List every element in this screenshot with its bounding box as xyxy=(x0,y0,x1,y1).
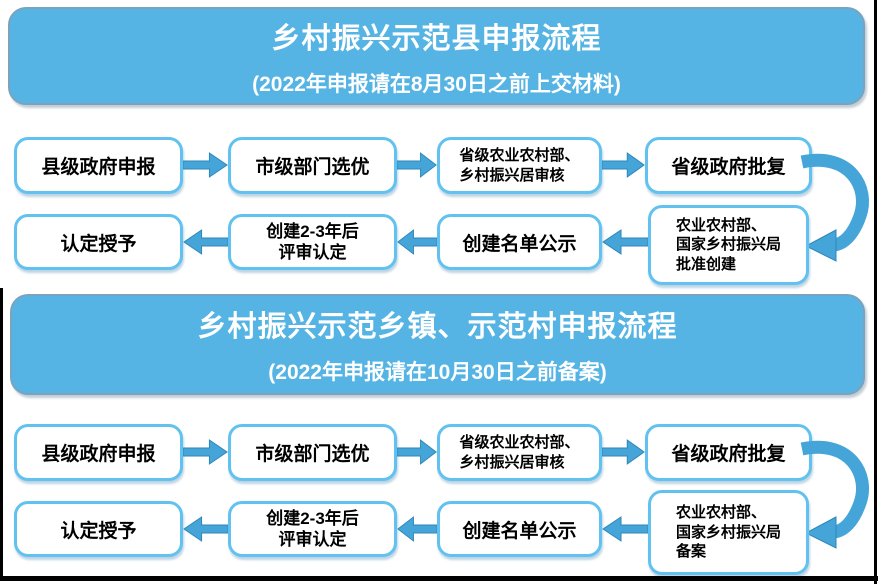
step-city-selection-2: 市级部门选优 xyxy=(228,424,397,481)
step-label: 创建名单公示 xyxy=(462,233,577,255)
step-provincial-review-2: 省级农业农村部、 乡村振兴居审核 xyxy=(437,424,602,481)
step-list-publicity-1: 创建名单公示 xyxy=(437,214,602,270)
step-review-after-years-2: 创建2-3年后 评审认定 xyxy=(228,501,397,557)
arrow-left-icon xyxy=(183,228,228,256)
step-review-after-years-1: 创建2-3年后 评审认定 xyxy=(228,214,397,270)
step-label: 认定授予 xyxy=(60,520,137,542)
step-county-application-1: 县级政府申报 xyxy=(14,137,183,194)
step-label: 县级政府申报 xyxy=(41,157,156,178)
frame-border-left xyxy=(0,288,3,581)
curved-arrow-icon xyxy=(798,437,872,549)
arrow-right-icon xyxy=(397,151,437,179)
step-label: 农业农村部、 国家乡村振兴局 备案 xyxy=(675,504,781,561)
step-label: 省级农业农村部、 乡村振兴居审核 xyxy=(459,147,580,184)
section1-header: 乡村振兴示范县申报流程 (2022年申报请在8月30日之前上交材料) xyxy=(8,7,865,105)
section2-header: 乡村振兴示范乡镇、示范村申报流程 (2022年申报请在10月30日之前备案) xyxy=(10,294,865,395)
frame-border-bottom xyxy=(0,576,878,581)
step-label: 农业农村部、 国家乡村振兴局 批准创建 xyxy=(675,216,781,273)
step-city-selection-1: 市级部门选优 xyxy=(228,137,397,194)
arrow-left-icon xyxy=(602,515,648,543)
step-label: 市级部门选优 xyxy=(255,157,370,178)
arrow-left-icon xyxy=(397,515,437,543)
step-label: 省级政府批复 xyxy=(671,444,786,465)
step-label: 县级政府申报 xyxy=(41,444,156,465)
step-label: 创建名单公示 xyxy=(462,520,577,542)
step-national-approval-1: 农业农村部、 国家乡村振兴局 批准创建 xyxy=(648,205,809,285)
section1-title: 乡村振兴示范县申报流程 xyxy=(271,22,602,55)
step-label: 创建2-3年后 评审认定 xyxy=(266,508,359,549)
arrow-left-icon xyxy=(602,228,648,256)
step-provincial-approval-1: 省级政府批复 xyxy=(645,137,812,194)
arrow-right-icon xyxy=(602,151,645,179)
curved-arrow-icon xyxy=(798,150,872,262)
section1-subtitle: (2022年申报请在8月30日之前上交材料) xyxy=(252,72,621,96)
arrow-right-icon xyxy=(183,151,228,179)
step-label: 省级农业农村部、 乡村振兴居审核 xyxy=(459,434,580,471)
arrow-right-icon xyxy=(183,438,228,466)
step-certification-award-1: 认定授予 xyxy=(14,214,183,270)
section2-subtitle: (2022年申报请在10月30日之前备案) xyxy=(268,361,607,384)
step-certification-award-2: 认定授予 xyxy=(14,501,183,557)
frame-border-right xyxy=(874,0,877,584)
arrow-right-icon xyxy=(602,438,645,466)
arrow-right-icon xyxy=(397,438,437,466)
step-label: 市级部门选优 xyxy=(255,444,370,465)
step-label: 省级政府批复 xyxy=(671,157,786,178)
step-provincial-approval-2: 省级政府批复 xyxy=(645,424,812,481)
step-provincial-review-1: 省级农业农村部、 乡村振兴居审核 xyxy=(437,137,602,194)
section2-title: 乡村振兴示范乡镇、示范村申报流程 xyxy=(197,311,678,343)
step-label: 创建2-3年后 评审认定 xyxy=(266,221,359,262)
arrow-left-icon xyxy=(397,228,437,256)
step-county-application-2: 县级政府申报 xyxy=(14,424,183,481)
step-national-filing-2: 农业农村部、 国家乡村振兴局 备案 xyxy=(648,490,809,575)
arrow-left-icon xyxy=(183,515,228,543)
step-label: 认定授予 xyxy=(60,233,137,255)
step-list-publicity-2: 创建名单公示 xyxy=(437,501,602,557)
